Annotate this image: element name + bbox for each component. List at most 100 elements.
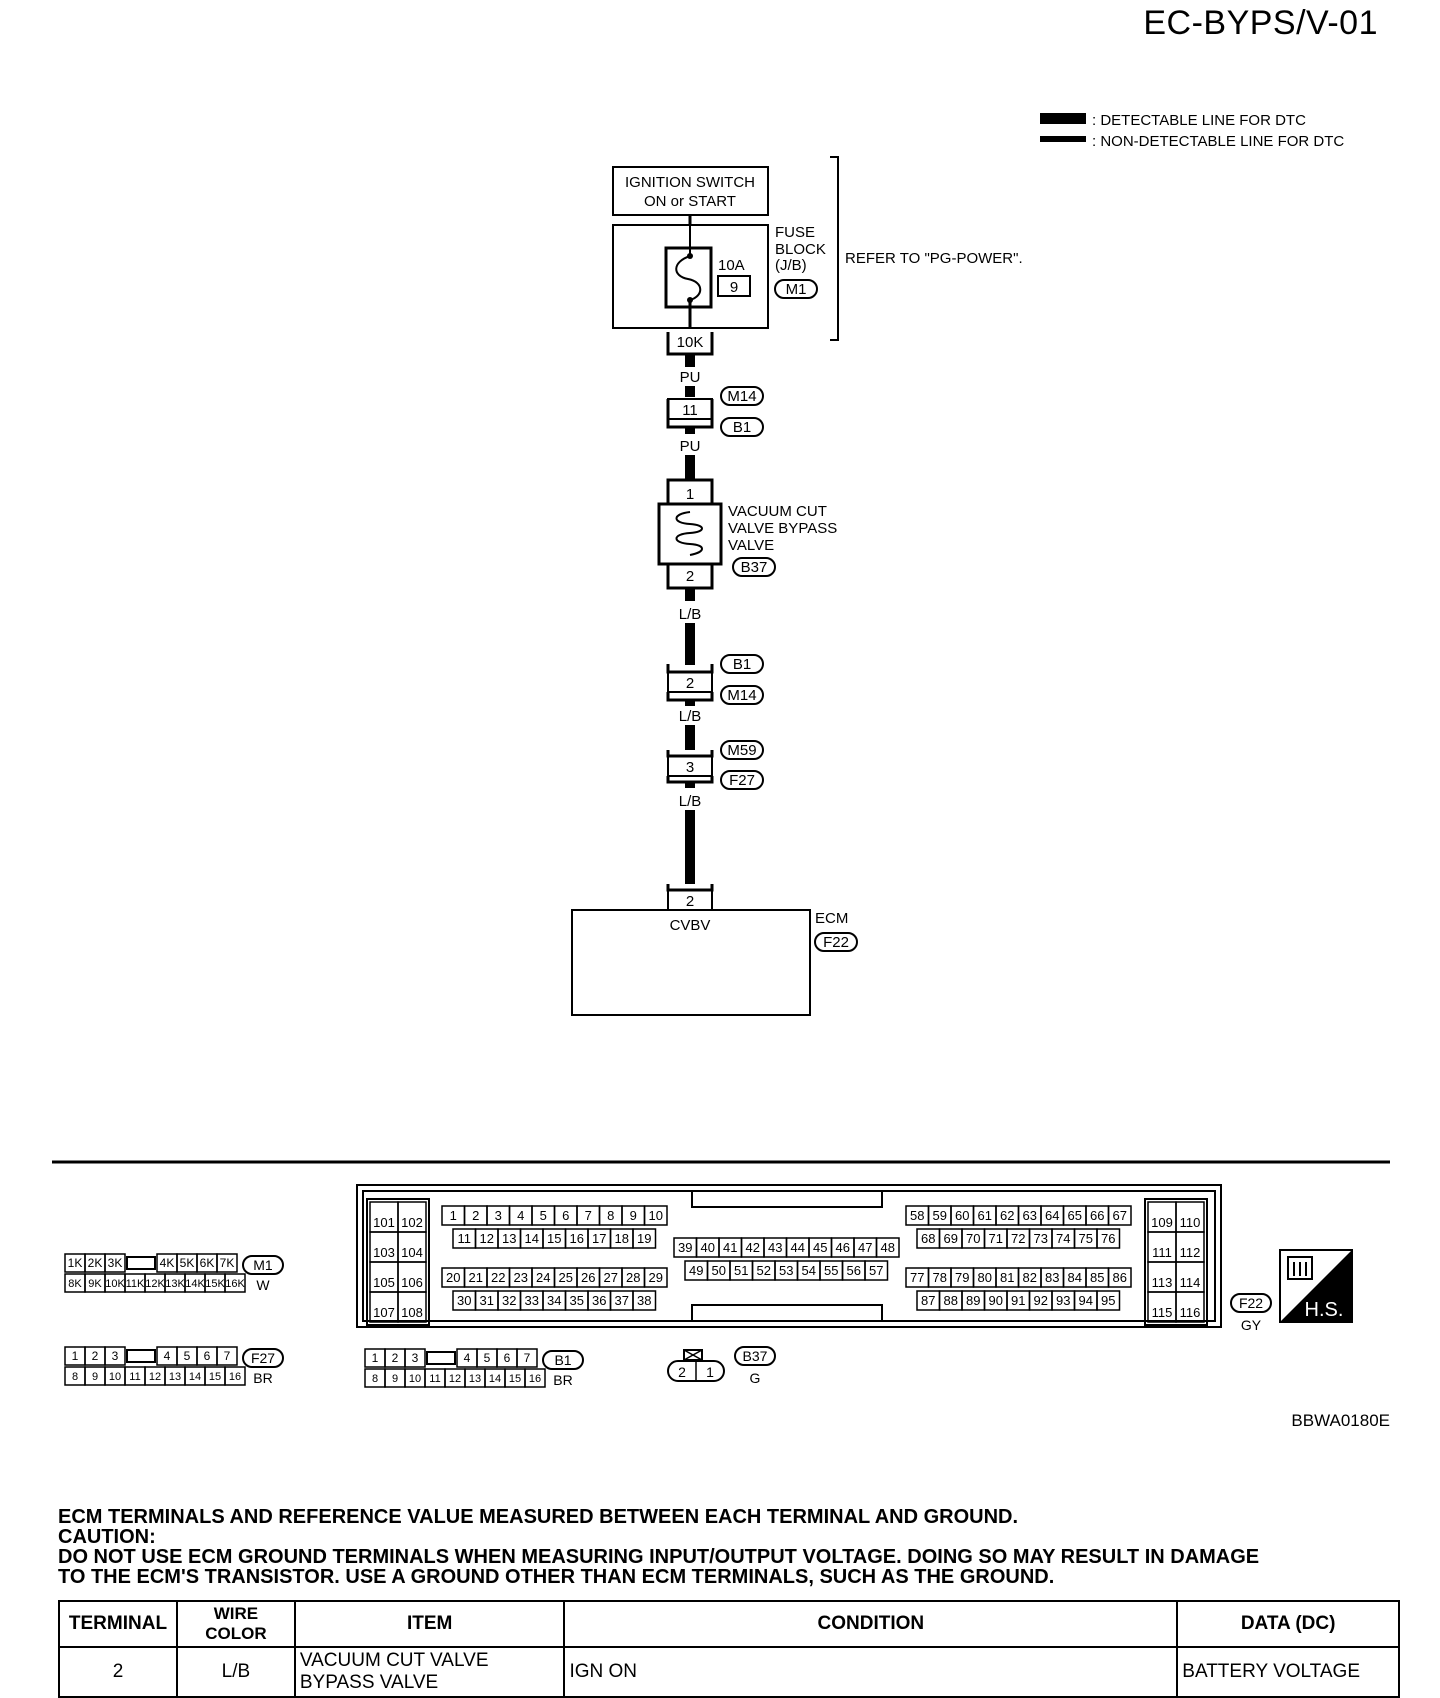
connector-view-m1-pin-16K: 16K <box>225 1278 245 1290</box>
connector-view-f27-pin-2: 2 <box>92 1349 99 1363</box>
f22-pin-2: 2 <box>472 1208 479 1223</box>
f22-pin-58: 58 <box>910 1208 924 1223</box>
f22-pin-88: 88 <box>944 1293 958 1308</box>
connector-cavity <box>1107 1267 1132 1288</box>
f22-pin-42: 42 <box>746 1240 760 1255</box>
f22-pin-83: 83 <box>1045 1270 1059 1285</box>
f22-pin-29: 29 <box>649 1270 663 1285</box>
cell-item: VACUUM CUT VALVE BYPASS VALVE <box>293 1646 566 1698</box>
f22-pin-93: 93 <box>1056 1293 1070 1308</box>
connector-view-b1-pin-11: 11 <box>429 1373 440 1385</box>
wire-color-3: L/B <box>679 606 702 623</box>
fuse-block-connector: M1 <box>786 281 807 298</box>
connector-view-f27-pin-14: 14 <box>189 1371 201 1383</box>
f22-right-pin-109: 109 <box>1151 1215 1173 1230</box>
f22-pin-86: 86 <box>1113 1270 1127 1285</box>
valve-label-1: VACUUM CUT <box>728 503 827 520</box>
connector-view-m1-pin-10K: 10K <box>105 1278 125 1290</box>
f22-pin-9: 9 <box>630 1208 637 1223</box>
f22-right-pin-111: 111 <box>1152 1245 1172 1260</box>
legend-detectable-swatch <box>1040 113 1086 124</box>
connector-cavity <box>516 1348 538 1368</box>
f22-pin-82: 82 <box>1023 1270 1037 1285</box>
valve-pin-bottom: 2 <box>686 568 694 585</box>
f22-pin-62: 62 <box>1000 1208 1014 1223</box>
ecm-connector-id: F22 <box>823 934 849 951</box>
connector-view-f27-id: F27 <box>251 1350 275 1366</box>
wire-color-2: PU <box>680 438 701 455</box>
connector-cavity <box>224 1273 246 1293</box>
f22-pin-1: 1 <box>450 1208 457 1223</box>
f22-pin-63: 63 <box>1023 1208 1037 1223</box>
fuse-block: 10A 9 FUSE BLOCK (J/B) M1 10K <box>612 215 826 356</box>
connector-cavity <box>404 1348 426 1368</box>
connector-view-m1-pin-7K: 7K <box>220 1256 235 1270</box>
connector-view-f27-pin-15: 15 <box>209 1371 221 1383</box>
f22-pin-77: 77 <box>910 1270 924 1285</box>
f22-pin-33: 33 <box>525 1293 539 1308</box>
ecm-signal-label: CVBV <box>670 917 711 934</box>
f22-pin-69: 69 <box>944 1231 958 1246</box>
cell-terminal: 2 <box>58 1646 178 1698</box>
f22-pin-7: 7 <box>585 1208 592 1223</box>
harness-side-icon: H.S. <box>1279 1249 1353 1323</box>
f22-pin-92: 92 <box>1034 1293 1048 1308</box>
f22-pin-51: 51 <box>734 1263 748 1278</box>
connector-cavity <box>632 1228 657 1249</box>
f22-pin-14: 14 <box>525 1231 539 1246</box>
connector-view-b37-pin-2: 2 <box>678 1364 686 1380</box>
caution-text-2: TO THE ECM'S TRANSISTOR. USE A GROUND OT… <box>58 1566 1055 1588</box>
connector-view-b1-pin-15: 15 <box>509 1373 521 1385</box>
f22-pin-13: 13 <box>502 1231 516 1246</box>
junction-2-pin: 2 <box>686 675 694 692</box>
connector-view-m1-pin-14K: 14K <box>185 1278 205 1290</box>
ignition-switch: IGNITION SWITCH ON or START <box>612 166 769 216</box>
f22-pin-66: 66 <box>1090 1208 1104 1223</box>
junction-connector-1: 11 M14 B1 <box>666 386 764 437</box>
f22-pin-28: 28 <box>626 1270 640 1285</box>
f22-pin-32: 32 <box>502 1293 516 1308</box>
f22-pin-25: 25 <box>559 1270 573 1285</box>
col-header-item: ITEM <box>293 1600 566 1648</box>
connector-view-b1-pin-5: 5 <box>484 1351 491 1365</box>
valve-label-3: VALVE <box>728 537 774 554</box>
f22-pin-71: 71 <box>989 1231 1003 1246</box>
f22-pin-50: 50 <box>712 1263 726 1278</box>
ignition-switch-state: ON or START <box>644 193 736 210</box>
valve-pin-top: 1 <box>686 486 694 503</box>
f22-left-pin-106: 106 <box>401 1275 423 1290</box>
f22-pin-72: 72 <box>1011 1231 1025 1246</box>
cell-condition: IGN ON <box>563 1646 1179 1698</box>
f22-pin-21: 21 <box>469 1270 483 1285</box>
f22-pin-70: 70 <box>966 1231 980 1246</box>
f22-pin-26: 26 <box>581 1270 595 1285</box>
f22-left-pin-103: 103 <box>373 1245 395 1260</box>
f22-pin-89: 89 <box>966 1293 980 1308</box>
f22-pin-87: 87 <box>921 1293 935 1308</box>
connector-view-m1-pin-3K: 3K <box>108 1256 123 1270</box>
cell-wire-color: L/B <box>175 1646 296 1698</box>
connector-lock-tab <box>126 1256 156 1270</box>
connector-face-icon <box>1287 1256 1313 1280</box>
wire-color-4: L/B <box>679 708 702 725</box>
connector-view-f27-pin-8: 8 <box>72 1371 78 1383</box>
f22-pin-73: 73 <box>1034 1231 1048 1246</box>
fuse-amperage: 10A <box>718 257 745 274</box>
caution-text-1: DO NOT USE ECM GROUND TERMINALS WHEN MEA… <box>58 1546 1260 1568</box>
ecm-terminal-table: TERMINAL WIRE COLOR ITEM CONDITION DATA … <box>58 1600 1400 1698</box>
junction-3-bottom-id: F27 <box>729 772 755 789</box>
f22-pin-39: 39 <box>678 1240 692 1255</box>
f22-pin-44: 44 <box>791 1240 805 1255</box>
col-header-data: DATA (DC) <box>1176 1600 1400 1648</box>
f22-pin-41: 41 <box>723 1240 737 1255</box>
f22-pin-55: 55 <box>824 1263 838 1278</box>
connector-view-b1-pin-1: 1 <box>372 1351 379 1365</box>
f22-pin-27: 27 <box>604 1270 618 1285</box>
f22-pin-36: 36 <box>592 1293 606 1308</box>
connector-view-b1-pin-3: 3 <box>412 1351 419 1365</box>
f22-pin-53: 53 <box>779 1263 793 1278</box>
connector-cavity <box>524 1368 546 1388</box>
solenoid-coil-icon <box>675 511 703 556</box>
